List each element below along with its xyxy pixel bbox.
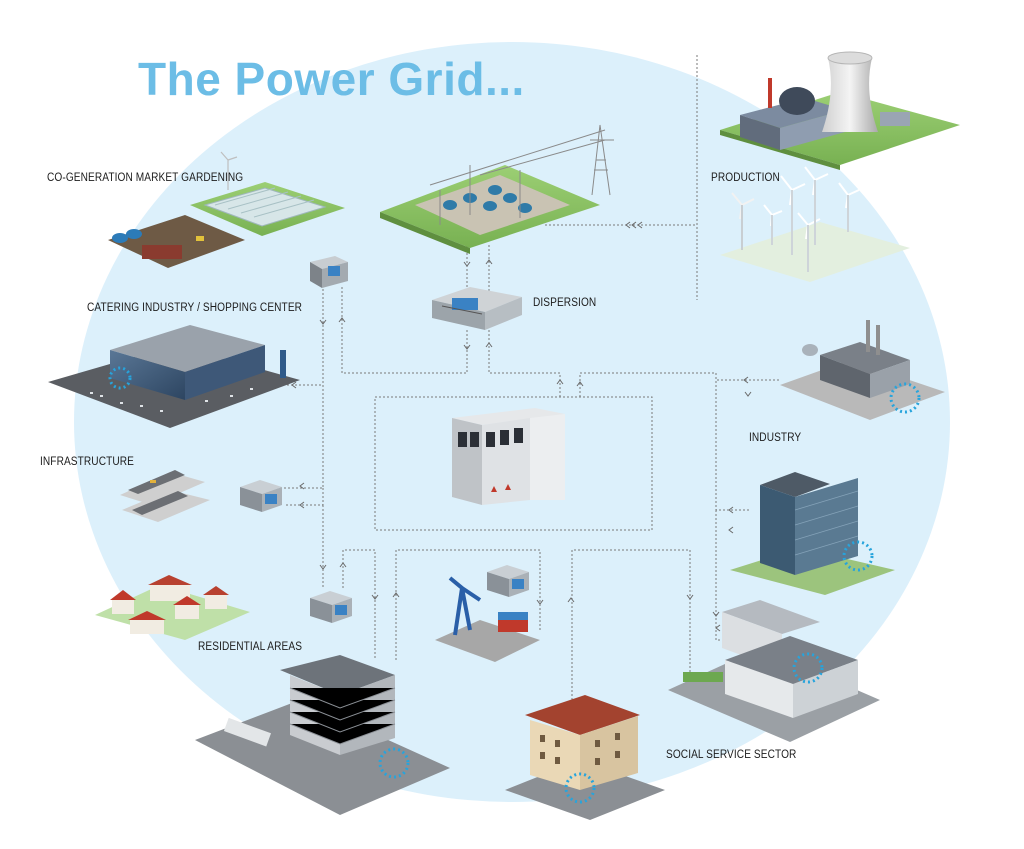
kiosk-station-illustration xyxy=(310,256,348,288)
factory-highlight-ring xyxy=(889,382,921,414)
label-dispersion: DISPERSION xyxy=(533,297,597,309)
apartment-building-illustration xyxy=(505,695,665,820)
hotel-highlight-ring xyxy=(378,747,410,779)
trains-illustration xyxy=(120,470,210,522)
office-highlight-ring xyxy=(842,540,874,572)
wind-farm-illustration xyxy=(720,166,910,282)
office-tower-illustration xyxy=(730,472,895,595)
label-catering: CATERING INDUSTRY / SHOPPING CENTER xyxy=(87,302,303,314)
hospital-illustration xyxy=(668,600,880,742)
residential-houses-illustration xyxy=(95,575,250,640)
hotel-illustration xyxy=(195,655,450,815)
label-co-generation: CO-GENERATION MARKET GARDENING xyxy=(47,172,244,184)
dispersion-station-illustration xyxy=(432,287,522,330)
label-industry: INDUSTRY xyxy=(749,432,802,444)
label-infrastructure: INFRASTRUCTURE xyxy=(40,456,135,468)
greenhouse-illustration xyxy=(108,151,345,268)
hospital-highlight-ring xyxy=(792,652,824,684)
shopping-center-illustration xyxy=(48,325,300,428)
connection-arrows xyxy=(291,221,752,632)
transformer-box-illustration-2 xyxy=(310,591,352,623)
connection-lines xyxy=(262,55,780,700)
label-residential: RESIDENTIAL AREAS xyxy=(198,641,303,653)
transformer-box-illustration-3 xyxy=(487,565,529,597)
switchgear-cabinet-illustration xyxy=(452,408,565,505)
label-social-service: SOCIAL SERVICE SECTOR xyxy=(666,749,797,761)
substation-illustration xyxy=(380,124,614,254)
shopping-center-highlight-ring xyxy=(108,366,132,390)
factory-illustration xyxy=(780,320,945,420)
apartment-highlight-ring xyxy=(564,772,596,804)
label-production: PRODUCTION xyxy=(711,172,780,184)
transformer-box-illustration xyxy=(240,480,282,512)
page-title: The Power Grid... xyxy=(138,53,525,105)
power-plant-illustration xyxy=(720,51,960,170)
harbour-crane-illustration xyxy=(435,576,540,662)
